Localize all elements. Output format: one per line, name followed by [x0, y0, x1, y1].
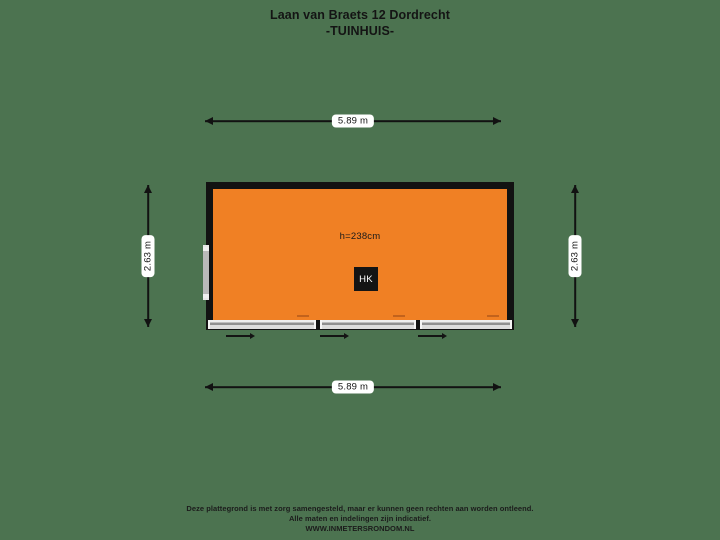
- dimension-left: 2.63 m: [141, 185, 155, 327]
- window-left-wall[interactable]: [203, 245, 209, 300]
- slide-direction-arrow-2: [320, 332, 350, 339]
- room-area-hk[interactable]: h=238cm HK: [213, 189, 507, 323]
- slide-direction-arrow-1: [226, 332, 256, 339]
- sliding-panel-1[interactable]: [208, 320, 316, 329]
- sill-tick: [297, 315, 309, 317]
- slide-direction-arrow-3: [418, 332, 448, 339]
- page-title: Laan van Braets 12 Dordrecht: [270, 8, 450, 22]
- dimension-right-label: 2.63 m: [568, 234, 582, 278]
- sliding-panel-2[interactable]: [320, 320, 416, 329]
- disclaimer-line-2: Alle maten en indelingen zijn indicatief…: [288, 513, 432, 523]
- arrow-right-icon: [493, 383, 501, 391]
- dimension-left-label: 2.63 m: [141, 234, 155, 278]
- arrow-left-icon: [205, 117, 213, 125]
- arrow-up-icon: [571, 185, 579, 193]
- title-block: Laan van Braets 12 Dordrecht -TUINHUIS-: [0, 8, 720, 39]
- footer-disclaimer: Deze plattegrond is met zorg samengestel…: [0, 504, 720, 534]
- building-outline: h=238cm HK: [206, 182, 514, 330]
- arrow-down-icon: [144, 319, 152, 327]
- website-url: WWW.INMETERSRONDOM.NL: [305, 523, 415, 533]
- dimension-bottom: 5.89 m: [205, 380, 501, 394]
- disclaimer-line-1: Deze plattegrond is met zorg samengestel…: [186, 503, 534, 513]
- dimension-right: 2.63 m: [568, 185, 582, 327]
- arrow-left-icon: [205, 383, 213, 391]
- ceiling-height-label: h=238cm: [339, 231, 381, 242]
- arrow-down-icon: [571, 319, 579, 327]
- dimension-bottom-label: 5.89 m: [331, 380, 375, 394]
- sill-tick: [487, 315, 499, 317]
- arrow-up-icon: [144, 185, 152, 193]
- sliding-door-mullion: [416, 320, 420, 329]
- dimension-top-label: 5.89 m: [331, 114, 375, 128]
- sliding-panel-3[interactable]: [420, 320, 512, 329]
- page-subtitle: -TUINHUIS-: [325, 23, 395, 38]
- room-label-hk: HK: [354, 267, 378, 291]
- dimension-top: 5.89 m: [205, 114, 501, 128]
- sill-tick: [393, 315, 405, 317]
- sliding-door-mullion: [316, 320, 320, 329]
- sliding-door-assembly: [206, 320, 514, 330]
- arrow-right-icon: [493, 117, 501, 125]
